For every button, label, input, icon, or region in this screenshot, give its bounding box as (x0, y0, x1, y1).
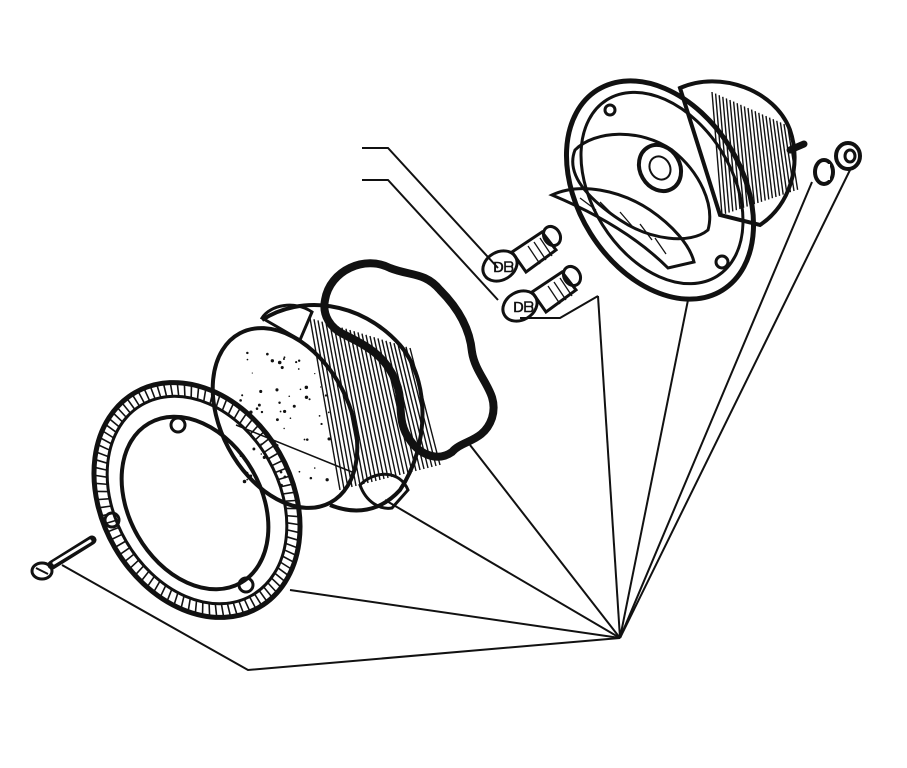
bezel-ring-part (91, 380, 303, 620)
leader-gasket (469, 444, 621, 639)
lamp-housing-part (548, 78, 808, 302)
bulb-filament-glyph: ᗞᗷ (493, 259, 514, 275)
leader-bulb-join (520, 295, 599, 319)
leader-housing (619, 299, 689, 639)
gasket-part (320, 259, 498, 461)
leader-washer (619, 181, 813, 639)
leader-bulbs (597, 295, 621, 639)
bulb-filament-glyph: ᗞᗷ (513, 299, 534, 315)
washer-part (813, 158, 835, 186)
leader-bezel (289, 589, 621, 639)
nut-part (834, 141, 862, 171)
leader-bulb-2 (362, 179, 499, 301)
screw-part (30, 535, 97, 581)
bulb-2-part: ᗞᗷ (501, 264, 583, 323)
bulb-1-part: ᗞᗷ (481, 224, 563, 283)
leader-nut (619, 169, 851, 639)
leader-screw (61, 564, 621, 672)
leader-bulb-1 (362, 147, 499, 269)
leader-lines (61, 147, 851, 672)
leader-lens (384, 499, 621, 639)
